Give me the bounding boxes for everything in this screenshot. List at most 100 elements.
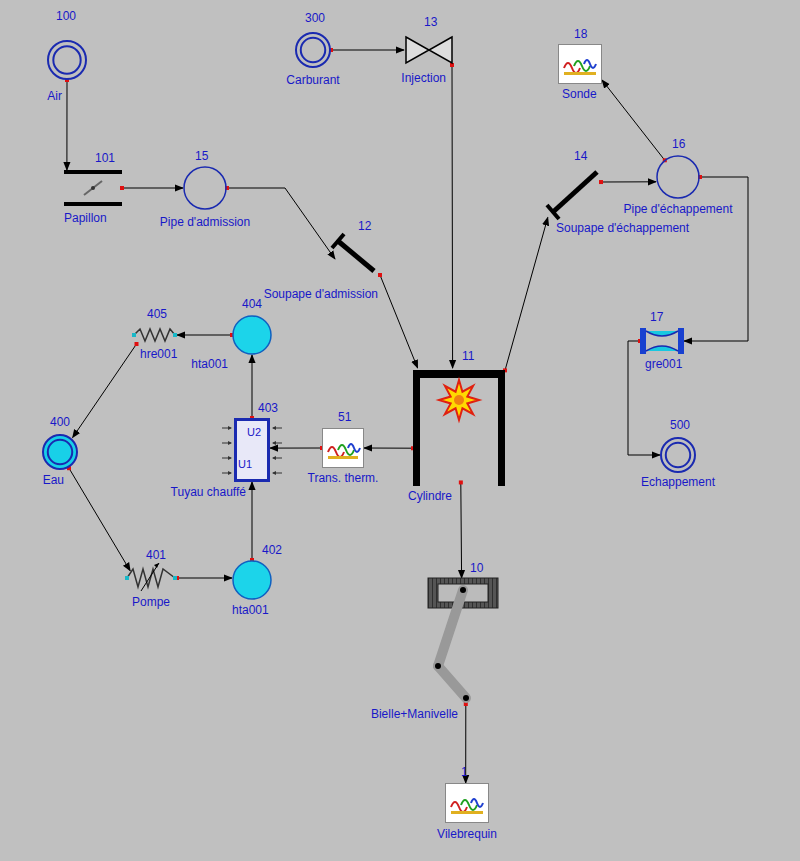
component-symbol bbox=[132, 326, 177, 344]
component-symbol bbox=[183, 166, 227, 210]
component-name: hta001 bbox=[191, 358, 228, 371]
callout-number: 500 bbox=[670, 419, 690, 432]
signal-link bbox=[177, 578, 232, 579]
signal-link bbox=[331, 50, 404, 51]
component-icon: 15Pipe d'admission bbox=[183, 166, 227, 210]
component-name: Papillon bbox=[64, 212, 107, 225]
callout-number: 100 bbox=[56, 10, 76, 23]
component-name: Bielle+Manivelle bbox=[371, 708, 458, 721]
component-name: Echappement bbox=[641, 476, 715, 489]
callout-number: 17 bbox=[650, 311, 663, 324]
signal-link bbox=[177, 335, 232, 336]
component-symbol bbox=[125, 566, 177, 590]
callout-number: 402 bbox=[262, 544, 282, 557]
component-symbol bbox=[640, 328, 684, 354]
component-name: hta001 bbox=[232, 604, 269, 617]
component-name: Pipe d'échappement bbox=[623, 203, 732, 216]
signal-link bbox=[73, 344, 137, 438]
signal-link bbox=[505, 217, 548, 370]
component-symbol bbox=[404, 35, 454, 65]
component-name: Soupape d'admission bbox=[264, 288, 378, 301]
component-icon: 12Soupape d'admission bbox=[330, 235, 380, 275]
signal-link bbox=[460, 483, 462, 579]
callout-number: 16 bbox=[672, 138, 685, 151]
component-symbol bbox=[413, 368, 505, 486]
component-symbol bbox=[295, 32, 331, 68]
component-icon: 500Echappement bbox=[660, 437, 696, 473]
component-symbol bbox=[445, 783, 489, 823]
callout-number: 404 bbox=[242, 298, 262, 311]
component-name: Injection bbox=[401, 72, 446, 85]
component-name: Tuyau chauffé bbox=[171, 486, 246, 499]
component-symbol bbox=[660, 437, 696, 473]
component-symbol bbox=[330, 235, 380, 275]
callout-number: 403 bbox=[258, 402, 278, 415]
component-icon: 400Eau bbox=[42, 434, 78, 470]
component-icon: 10Bielle+Manivelle bbox=[428, 578, 498, 704]
port-label: U1 bbox=[238, 458, 252, 470]
callout-number: 13 bbox=[424, 16, 437, 29]
signal-link bbox=[69, 468, 130, 571]
component-icon: 404hta001 bbox=[232, 315, 272, 355]
component-symbol bbox=[656, 155, 700, 199]
signal-link bbox=[601, 181, 656, 182]
component-icon: 16Pipe d'échappement bbox=[656, 155, 700, 199]
port-dot bbox=[599, 180, 603, 184]
component-name: Trans. therm. bbox=[308, 472, 379, 485]
component-symbol bbox=[545, 168, 601, 220]
component-icon: 18Sonde bbox=[558, 44, 602, 84]
signal-link bbox=[270, 448, 322, 449]
component-icon: 401Pompe bbox=[125, 566, 177, 590]
component-symbol bbox=[47, 40, 87, 80]
component-name: gre001 bbox=[645, 358, 682, 371]
signal-link bbox=[380, 275, 418, 368]
signal-link bbox=[452, 65, 454, 368]
port-dot bbox=[120, 186, 124, 190]
signal-link bbox=[122, 188, 183, 189]
component-symbol bbox=[232, 560, 272, 600]
port-dot bbox=[378, 273, 382, 277]
component-name: Carburant bbox=[286, 74, 339, 87]
callout-number: 1 bbox=[461, 766, 468, 779]
component-icon: 14Soupape d'échappement bbox=[545, 168, 601, 220]
component-name: Cylindre bbox=[408, 490, 452, 503]
component-name: hre001 bbox=[140, 348, 177, 361]
callout-number: 15 bbox=[195, 150, 208, 163]
signal-link bbox=[364, 448, 413, 449]
component-name: Vilebrequin bbox=[437, 828, 497, 841]
callout-number: 401 bbox=[146, 549, 166, 562]
component-icon: 17gre001 bbox=[640, 328, 684, 354]
callout-number: 10 bbox=[470, 562, 483, 575]
callout-number: 405 bbox=[147, 308, 167, 321]
port-label: U2 bbox=[247, 426, 261, 438]
component-icon: 11Cylindre bbox=[413, 368, 505, 486]
component-name: Sonde bbox=[562, 88, 597, 101]
signal-link bbox=[602, 80, 665, 160]
signal-link bbox=[66, 80, 67, 170]
callout-number: 11 bbox=[462, 350, 474, 363]
component-symbol bbox=[428, 578, 498, 704]
component-name: Soupape d'échappement bbox=[556, 222, 689, 235]
component-name: Air bbox=[47, 90, 62, 103]
callout-number: 400 bbox=[50, 416, 70, 429]
component-name: Eau bbox=[43, 474, 64, 487]
port-dot bbox=[135, 342, 139, 346]
component-icon: 101Papillon bbox=[64, 170, 122, 206]
port-dot bbox=[459, 480, 463, 484]
component-icon: 300Carburant bbox=[295, 32, 331, 68]
component-symbol bbox=[558, 44, 602, 84]
component-symbol bbox=[64, 170, 122, 206]
component-name: Pompe bbox=[132, 596, 170, 609]
callout-number: 12 bbox=[358, 220, 371, 233]
component-name: Pipe d'admission bbox=[160, 216, 250, 229]
component-icon: 13Injection bbox=[404, 35, 454, 65]
component-symbol bbox=[42, 434, 78, 470]
callout-number: 300 bbox=[305, 12, 325, 25]
component-icon: 1Vilebrequin bbox=[445, 783, 489, 823]
callout-number: 101 bbox=[95, 152, 115, 165]
component-symbol bbox=[232, 315, 272, 355]
callout-number: 14 bbox=[574, 150, 587, 163]
signal-link bbox=[252, 355, 253, 418]
component-symbol bbox=[322, 428, 364, 468]
